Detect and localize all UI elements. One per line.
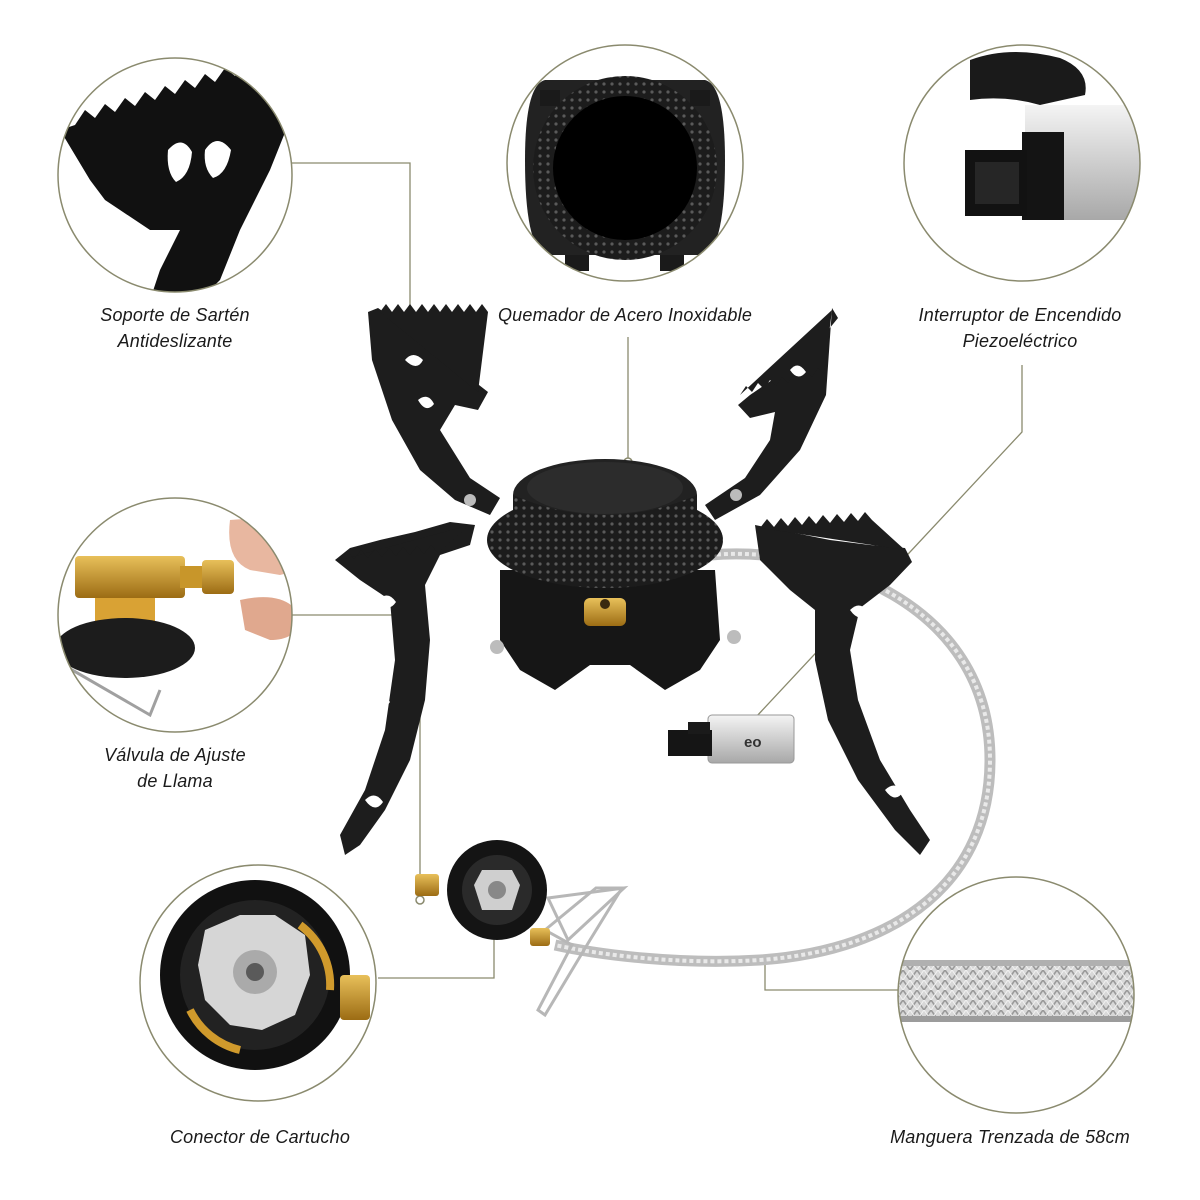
pan-support-leg-front-left [335, 522, 475, 855]
valve-knob [202, 560, 234, 594]
leader-line-hose [764, 960, 898, 991]
hinge-pin [464, 494, 476, 506]
label-pan-support-line2: Antideslizante [117, 331, 233, 351]
leader-dot-valve [415, 895, 425, 905]
inset-igniter [903, 44, 1141, 282]
label-valve-line2: de Llama [137, 771, 213, 791]
pan-support-leg-back-left [368, 308, 500, 515]
inset-hose [897, 876, 1135, 1114]
inset-valve [57, 497, 293, 733]
hinge-pin [730, 489, 742, 501]
pan-support-leg-front-right [755, 525, 930, 855]
label-pan-support: Soporte de Sartén Antideslizante [60, 302, 290, 354]
label-connector: Conector de Cartucho [130, 1124, 390, 1150]
leader-line-pan-support [292, 162, 411, 345]
label-hose: Manguera Trenzada de 58cm [860, 1124, 1160, 1150]
igniter-brand-text: eo [744, 734, 762, 751]
hinge-pin [490, 640, 504, 654]
label-hose-line1: Manguera Trenzada de 58cm [890, 1127, 1130, 1147]
hinge-pin [727, 630, 741, 644]
brass-jet [584, 598, 626, 626]
label-igniter-line2: Piezoeléctrico [962, 331, 1078, 351]
label-pan-support-line1: Soporte de Sartén [100, 305, 250, 325]
valve-body-brass [75, 556, 185, 598]
burner-closeup-center [553, 96, 697, 240]
label-igniter: Interruptor de Encendido Piezoeléctrico [890, 302, 1150, 354]
leader-lines [292, 162, 1023, 991]
igniter-switch: eo [668, 714, 795, 764]
stove: eo [335, 304, 996, 1018]
label-burner: Quemador de Acero Inoxidable [470, 302, 780, 328]
label-igniter-line1: Interruptor de Encendido [918, 305, 1122, 325]
label-connector-line1: Conector de Cartucho [169, 1127, 351, 1147]
cartridge-connector [415, 840, 629, 1018]
hose-closeup-braid [898, 960, 1134, 1022]
inset-burner [506, 44, 744, 282]
label-burner-line1: Quemador de Acero Inoxidable [497, 305, 753, 325]
label-valve-line1: Válvula de Ajuste [104, 745, 246, 765]
label-valve: Válvula de Ajuste de Llama [60, 742, 290, 794]
inset-pan-support [57, 57, 293, 293]
pan-support-legs [335, 304, 930, 855]
stove-body [500, 570, 720, 690]
connector-closeup-brass [340, 975, 370, 1020]
inset-connector [139, 864, 377, 1102]
